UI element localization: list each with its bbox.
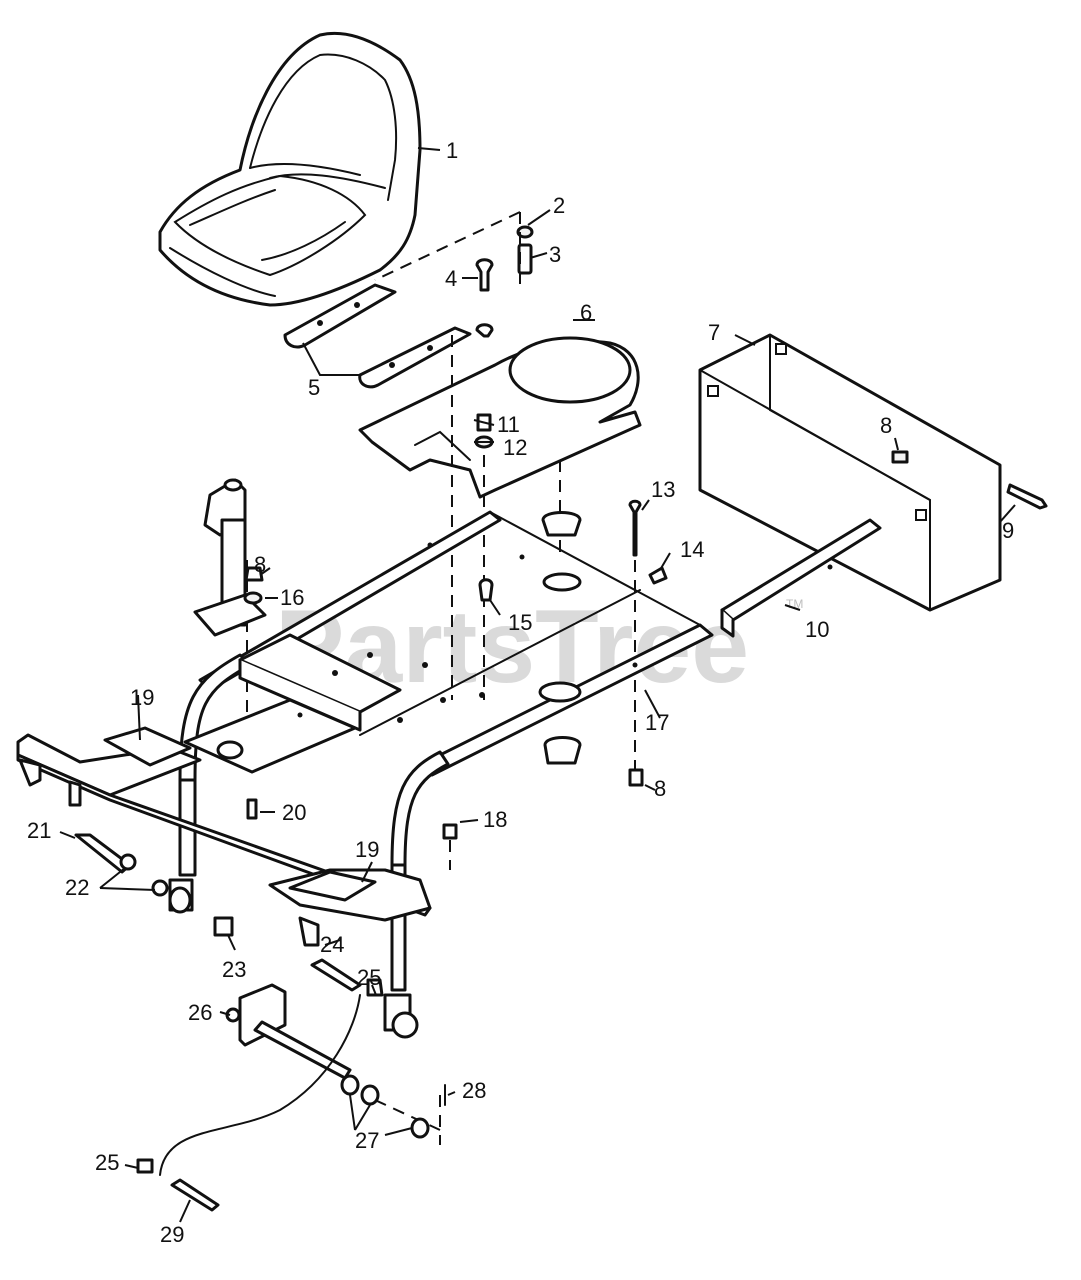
- callout-4: 4: [445, 266, 457, 291]
- battery-support-bar: [720, 518, 882, 638]
- callout-11: 11: [497, 412, 520, 437]
- callout-10: 10: [805, 617, 829, 642]
- callout-29: 29: [160, 1222, 184, 1247]
- callout-28: 28: [462, 1078, 486, 1103]
- callout-12: 12: [503, 435, 527, 460]
- callout-8a: 8: [880, 413, 892, 438]
- callout-1: 1: [446, 138, 458, 163]
- callout-16: 16: [280, 585, 304, 610]
- seat: [158, 31, 422, 307]
- bolt-9: [1006, 483, 1048, 510]
- seat-brackets: [283, 283, 472, 389]
- callout-18: 18: [483, 807, 507, 832]
- callout-25a: 25: [357, 965, 381, 990]
- callout-14: 14: [680, 537, 704, 562]
- battery-box: [698, 333, 1002, 612]
- callout-23: 23: [222, 957, 246, 982]
- callout-22: 22: [65, 875, 89, 900]
- callouts: 1 2 3 4 5 6 7 8 8 8 9 10 11 12 13 14 15 …: [27, 138, 1014, 1247]
- callout-15: 15: [508, 610, 532, 635]
- callout-9: 9: [1002, 518, 1014, 543]
- callout-5: 5: [308, 375, 320, 400]
- callout-24: 24: [320, 932, 344, 957]
- steering-support: [193, 478, 267, 637]
- frame: [16, 510, 714, 1039]
- callout-21: 21: [27, 818, 51, 843]
- callout-3: 3: [549, 242, 561, 267]
- callout-25b: 25: [95, 1150, 119, 1175]
- callout-8b: 8: [254, 552, 266, 577]
- callout-20: 20: [282, 800, 306, 825]
- leader-lines: [59, 147, 1016, 1223]
- callout-2: 2: [553, 193, 565, 218]
- callout-19a: 19: [130, 685, 154, 710]
- callout-8c: 8: [654, 776, 666, 801]
- callout-27: 27: [355, 1128, 379, 1153]
- seat-pan: [358, 336, 642, 499]
- callout-7: 7: [708, 320, 720, 345]
- callout-19b: 19: [355, 837, 379, 862]
- callout-17: 17: [645, 710, 669, 735]
- hardware-misc: [74, 499, 668, 1212]
- callout-13: 13: [651, 477, 675, 502]
- callout-26: 26: [188, 1000, 212, 1025]
- callout-6: 6: [580, 300, 592, 325]
